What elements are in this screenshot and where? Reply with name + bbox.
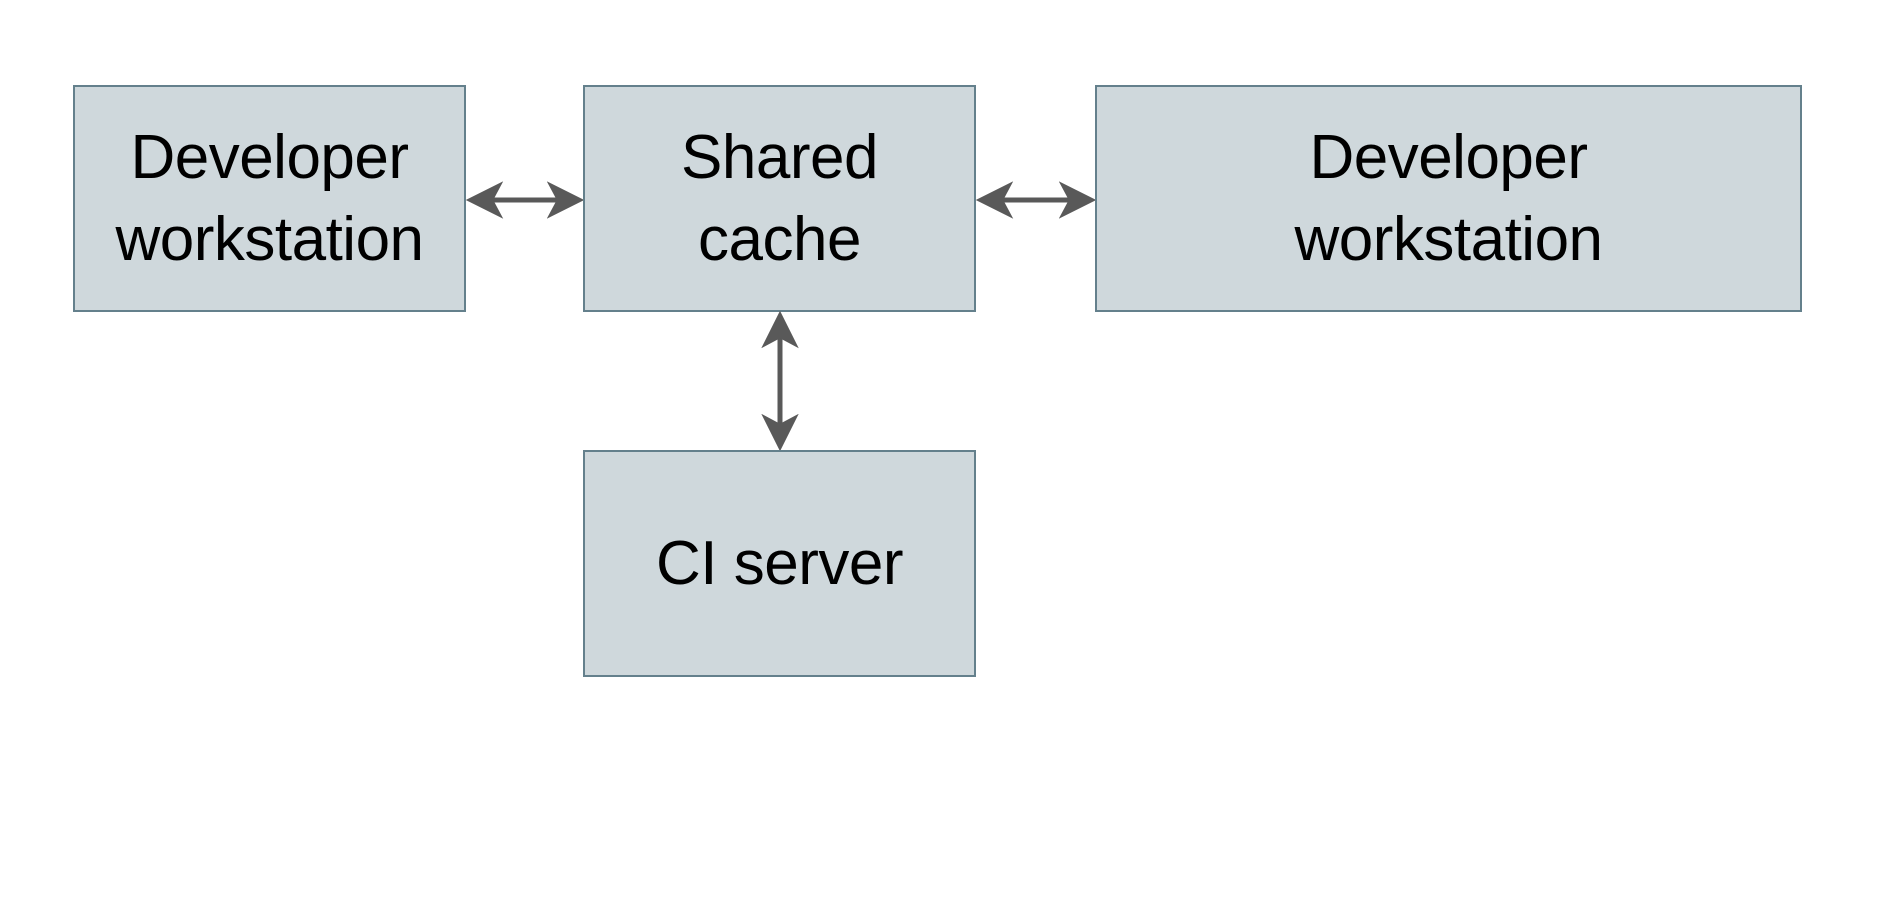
- node-label: CI server: [656, 528, 903, 598]
- node-ci-server[interactable]: CI server: [583, 450, 976, 677]
- node-developer-workstation-left[interactable]: Developer workstation: [73, 85, 466, 312]
- node-developer-workstation-right[interactable]: Developer workstation: [1095, 85, 1802, 312]
- bidirectional-arrow-icon: [761, 310, 799, 452]
- node-shared-cache[interactable]: Shared cache: [583, 85, 976, 312]
- connector-shared-cache-to-ci-server: [750, 305, 810, 457]
- bidirectional-arrow-icon: [975, 181, 1097, 219]
- connector-dev-left-to-shared-cache: [460, 170, 590, 230]
- node-label: Developer workstation: [1294, 122, 1603, 274]
- node-label: Developer workstation: [115, 122, 424, 274]
- connector-shared-cache-to-dev-right: [970, 170, 1102, 230]
- bidirectional-arrow-icon: [465, 181, 585, 219]
- node-label: Shared cache: [681, 122, 878, 274]
